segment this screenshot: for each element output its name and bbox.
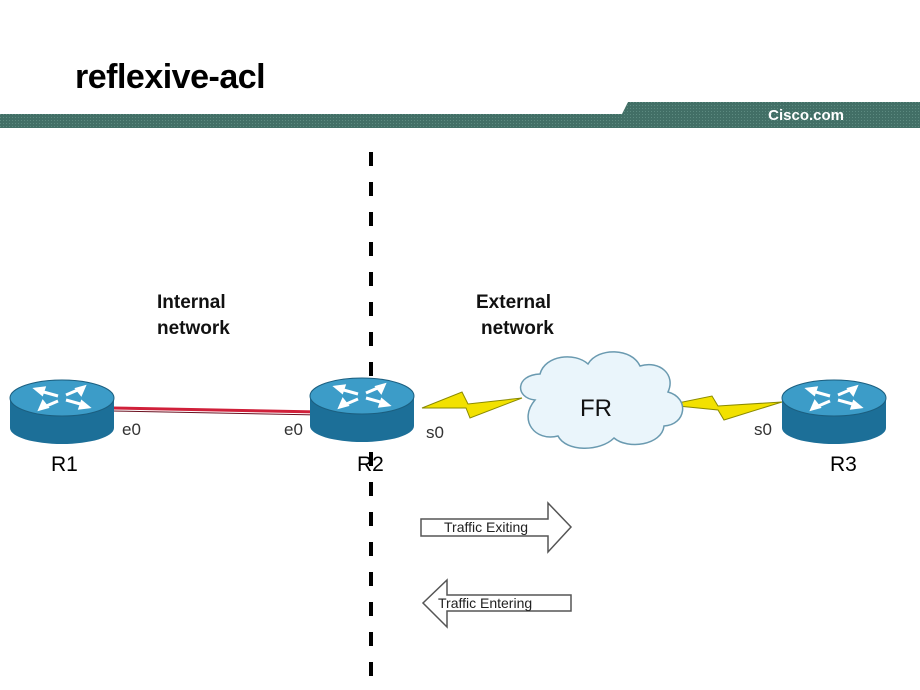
- frame-relay-cloud: [519, 351, 684, 449]
- router-r2-icon: [309, 377, 415, 442]
- cloud-label: FR: [580, 395, 612, 422]
- exiting-arrow-icon: [420, 501, 573, 554]
- r3-name: R3: [830, 453, 857, 476]
- traffic-exiting-label: Traffic Exiting: [444, 519, 529, 535]
- lan-link: [111, 406, 321, 414]
- brand-bar: [0, 102, 920, 128]
- slide-title: reflexive-acl: [75, 58, 266, 96]
- traffic-entering-label: Traffic Entering: [438, 595, 533, 611]
- entering-arrow-icon: [421, 578, 572, 629]
- router-r3-icon: [781, 379, 887, 444]
- r2-name: R2: [357, 453, 384, 476]
- r1-name: R1: [51, 453, 78, 476]
- external-network-label: External network: [476, 292, 554, 339]
- serial-bolt-right: [667, 395, 783, 421]
- r2-right-port-label: s0: [426, 423, 444, 442]
- r3-port-label: s0: [754, 420, 772, 439]
- r2-left-port-label: e0: [284, 420, 303, 439]
- router-r1-icon: [9, 379, 115, 444]
- internal-network-label: Internal network: [157, 292, 230, 339]
- cisco-brand: Cisco.com: [768, 107, 844, 124]
- r1-port-label: e0: [122, 420, 141, 439]
- serial-bolt-left: [421, 391, 523, 419]
